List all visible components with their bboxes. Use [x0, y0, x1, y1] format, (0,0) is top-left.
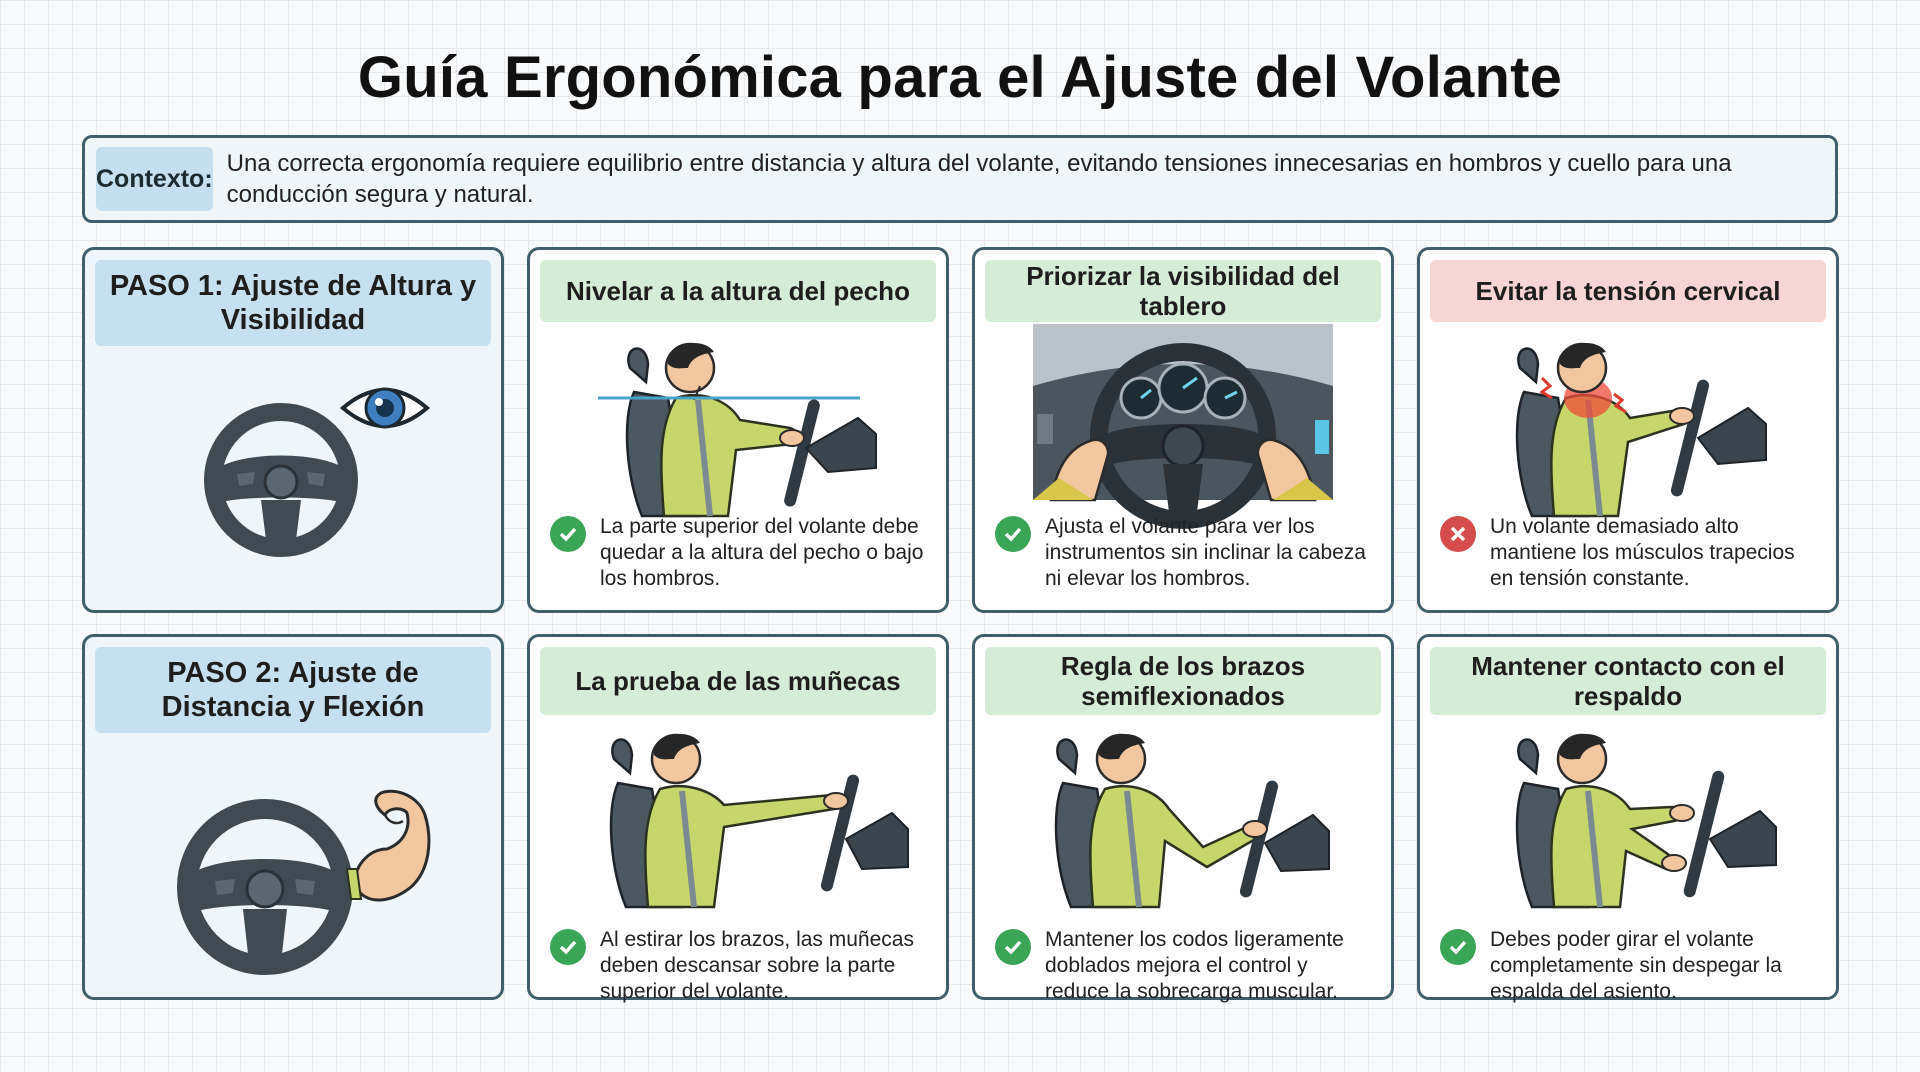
card-title: Mantener contacto con el respaldo: [1430, 647, 1826, 715]
context-text: Una correcta ergonomía requiere equilibr…: [226, 150, 1732, 208]
card-text: Ajusta el volante para ver los instrumen…: [1045, 515, 1366, 590]
steering-wheel-icon: [204, 403, 358, 557]
card-cervical-tension: Evitar la tensión cervical Un volante de…: [1417, 247, 1839, 613]
check-icon: [995, 516, 1031, 552]
card-description: Un volante demasiado alto mantiene los m…: [1440, 514, 1822, 592]
card-title: Regla de los brazos semiflexionados: [985, 647, 1381, 715]
card-title: Evitar la tensión cervical: [1430, 260, 1826, 322]
card-title: Nivelar a la altura del pecho: [540, 260, 936, 322]
card-title: Priorizar la visibilidad del tablero: [985, 260, 1381, 322]
context-label: Contexto:: [96, 147, 213, 211]
card-text: La parte superior del volante debe queda…: [600, 515, 924, 590]
page-title: Guía Ergonómica para el Ajuste del Volan…: [357, 45, 1563, 110]
driver-chest-level-illustration: [598, 342, 877, 518]
card-wrist-test: La prueba de las muñecas Al estirar los …: [527, 634, 949, 1003]
step-2-illustration: [177, 789, 431, 975]
flexed-arm-icon: [345, 789, 431, 902]
check-icon: [550, 929, 586, 965]
step-1-title: PASO 1: Ajuste de Altura y Visibilidad: [95, 260, 491, 346]
eye-icon: [339, 387, 431, 429]
card-title: La prueba de las muñecas: [540, 647, 936, 715]
check-icon: [1440, 929, 1476, 965]
cross-icon: [1440, 516, 1476, 552]
check-icon: [550, 516, 586, 552]
steering-wheel-icon: [177, 799, 353, 975]
card-text: Debes poder girar el volante completamen…: [1490, 928, 1782, 1003]
backrest-contact-illustration: [1515, 733, 1777, 909]
card-text: Un volante demasiado alto mantiene los m…: [1490, 515, 1795, 590]
card-description: Debes poder girar el volante completamen…: [1440, 927, 1822, 1005]
context-box: Contexto: Una correcta ergonomía requier…: [82, 135, 1838, 223]
card-description: Al estirar los brazos, las muñecas deben…: [550, 927, 932, 1005]
card-description: La parte superior del volante debe queda…: [550, 514, 932, 592]
dashboard-view-illustration: [1033, 324, 1333, 529]
card-chest-height: Nivelar a la altura del pecho La parte s…: [527, 247, 949, 613]
card-description: Mantener los codos ligeramente doblados …: [995, 927, 1377, 1005]
step-1-card: PASO 1: Ajuste de Altura y Visibilidad: [82, 247, 504, 613]
card-text: Mantener los codos ligeramente doblados …: [1045, 928, 1344, 1003]
step-1-illustration: [204, 387, 431, 557]
wrist-test-illustration: [609, 733, 909, 909]
neck-tension-illustration: [1515, 342, 1767, 518]
check-icon: [995, 929, 1031, 965]
card-dashboard-visibility: Priorizar la visibilidad del tablero Aju…: [972, 247, 1394, 613]
step-2-title: PASO 2: Ajuste de Distancia y Flexión: [95, 647, 491, 733]
card-backrest-contact: Mantener contacto con el respaldo Debes …: [1417, 634, 1839, 1003]
card-description: Ajusta el volante para ver los instrumen…: [995, 514, 1377, 592]
card-text: Al estirar los brazos, las muñecas deben…: [600, 928, 914, 1003]
card-semiflexed-arms: Regla de los brazos semiflexionados Mant…: [972, 634, 1394, 1003]
step-2-card: PASO 2: Ajuste de Distancia y Flexión: [82, 634, 504, 1000]
semiflexed-arms-illustration: [1054, 733, 1330, 909]
